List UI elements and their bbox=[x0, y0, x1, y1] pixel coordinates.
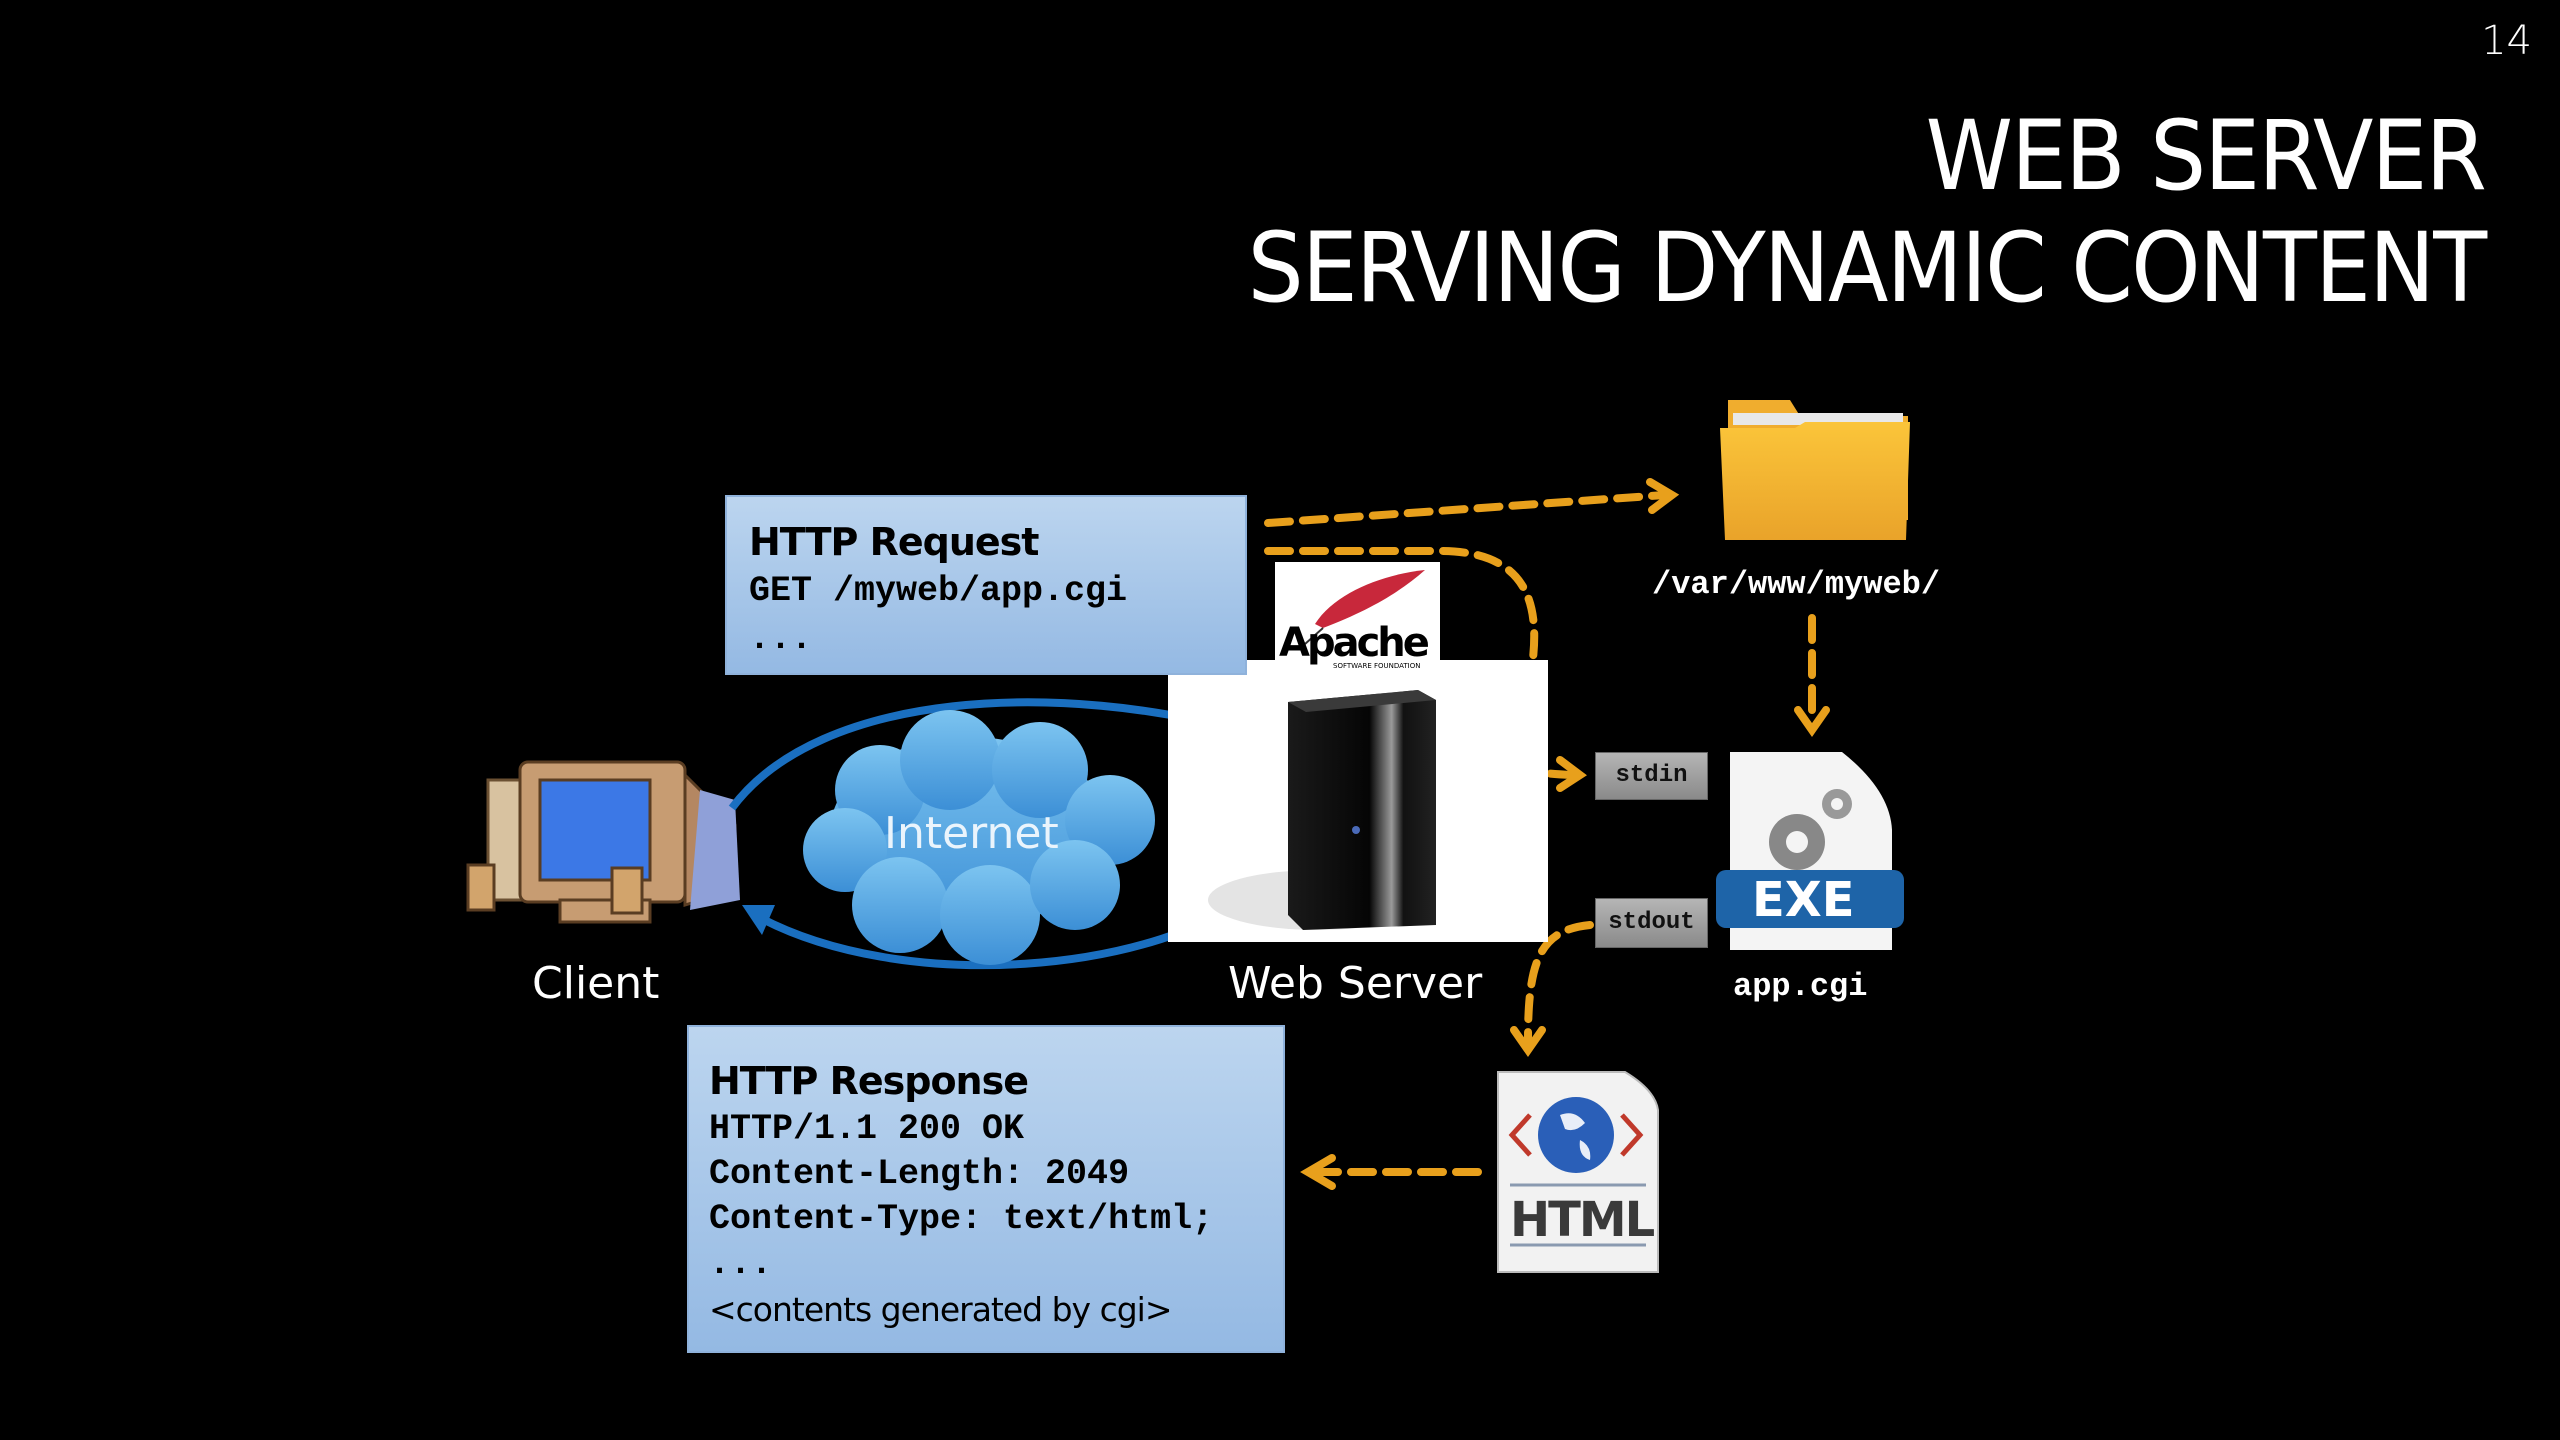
internet-label: Internet bbox=[884, 808, 1059, 859]
stdin-tag: stdin bbox=[1595, 752, 1708, 800]
http-response-heading: HTTP Response bbox=[709, 1059, 1029, 1103]
folder-path-label: /var/www/myweb/ bbox=[1652, 566, 1941, 603]
http-response-line: Content-Length: 2049 bbox=[709, 1154, 1130, 1194]
response-arrowhead bbox=[1300, 1154, 1336, 1190]
http-response-line: ... bbox=[709, 1244, 773, 1284]
html-badge: HTML bbox=[1510, 1192, 1655, 1248]
http-response-line: Content-Type: text/html; bbox=[709, 1199, 1214, 1239]
apache-wordmark: Apache bbox=[1279, 620, 1430, 666]
apache-feather-icon bbox=[1304, 570, 1425, 645]
request-network-arrow bbox=[728, 698, 1252, 811]
request-to-folder-arrow bbox=[1264, 491, 1669, 527]
exe-badge: EXE bbox=[1752, 872, 1855, 928]
stdout-tag: stdout bbox=[1595, 898, 1708, 948]
html-arrowhead bbox=[1510, 1026, 1546, 1057]
server-tower-icon bbox=[1208, 690, 1436, 930]
http-request-line: ... bbox=[749, 619, 813, 659]
folder-arrowhead bbox=[1646, 478, 1680, 514]
web-server-panel bbox=[1168, 660, 1548, 942]
client-computer-icon bbox=[466, 760, 740, 924]
page-number: 14 bbox=[2481, 18, 2532, 64]
stdout-to-html-arrow bbox=[1524, 921, 1594, 1044]
http-request-line: GET /myweb/app.cgi bbox=[749, 571, 1128, 611]
slide-title-line2: SERVING DYNAMIC CONTENT bbox=[1247, 212, 2487, 324]
folder-icon bbox=[1720, 400, 1910, 540]
http-response-box: HTTP Response HTTP/1.1 200 OK Content-Le… bbox=[687, 1025, 1285, 1353]
response-network-arrowhead bbox=[742, 905, 775, 935]
http-request-heading: HTTP Request bbox=[749, 520, 1039, 564]
exe-arrowhead bbox=[1794, 706, 1830, 737]
internet-cloud-icon bbox=[803, 710, 1155, 965]
client-label: Client bbox=[532, 958, 660, 1009]
slide-title-line1: WEB SERVER bbox=[1925, 100, 2487, 212]
apache-logo: Apache SOFTWARE FOUNDATION bbox=[1275, 562, 1440, 672]
http-response-line: HTTP/1.1 200 OK bbox=[709, 1109, 1025, 1149]
program-label: app.cgi bbox=[1733, 968, 1868, 1005]
http-request-box: HTTP Request GET /myweb/app.cgi ... bbox=[725, 495, 1247, 675]
stdin-arrowhead bbox=[1556, 756, 1587, 792]
html-file-icon bbox=[1497, 1071, 1659, 1273]
web-server-label: Web Server bbox=[1228, 958, 1483, 1009]
exe-file-icon bbox=[1716, 752, 1904, 950]
apache-subtitle: SOFTWARE FOUNDATION bbox=[1333, 662, 1421, 670]
http-response-body: <contents generated by cgi> bbox=[709, 1290, 1173, 1329]
